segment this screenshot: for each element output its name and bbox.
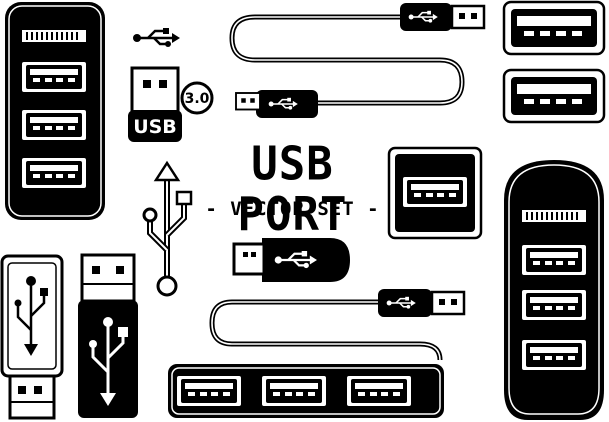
version-label: 3.0 <box>185 91 210 107</box>
usb-symbol-icon <box>142 160 193 297</box>
usb-flash-drive-icon <box>78 253 138 418</box>
usb-stick-icon <box>232 238 350 282</box>
usb-cable-icon <box>229 3 486 118</box>
usb-flash-drive-icon <box>0 254 64 420</box>
usb-connector-3-0-icon: USB 3.0 <box>128 66 214 142</box>
page-subtitle: - VECTOR SET - <box>205 198 380 220</box>
usb-port-socket-icon <box>502 0 606 124</box>
usb-label: USB <box>133 116 177 138</box>
usb-symbol-icon <box>131 26 182 49</box>
usb-port-socket-icon <box>387 146 483 240</box>
usb-hub-horizontal-icon <box>168 289 466 418</box>
usb-hub-vertical-icon <box>5 2 105 220</box>
usb-hub-vertical-icon <box>504 160 604 420</box>
page-title: USB PORT <box>237 137 348 242</box>
